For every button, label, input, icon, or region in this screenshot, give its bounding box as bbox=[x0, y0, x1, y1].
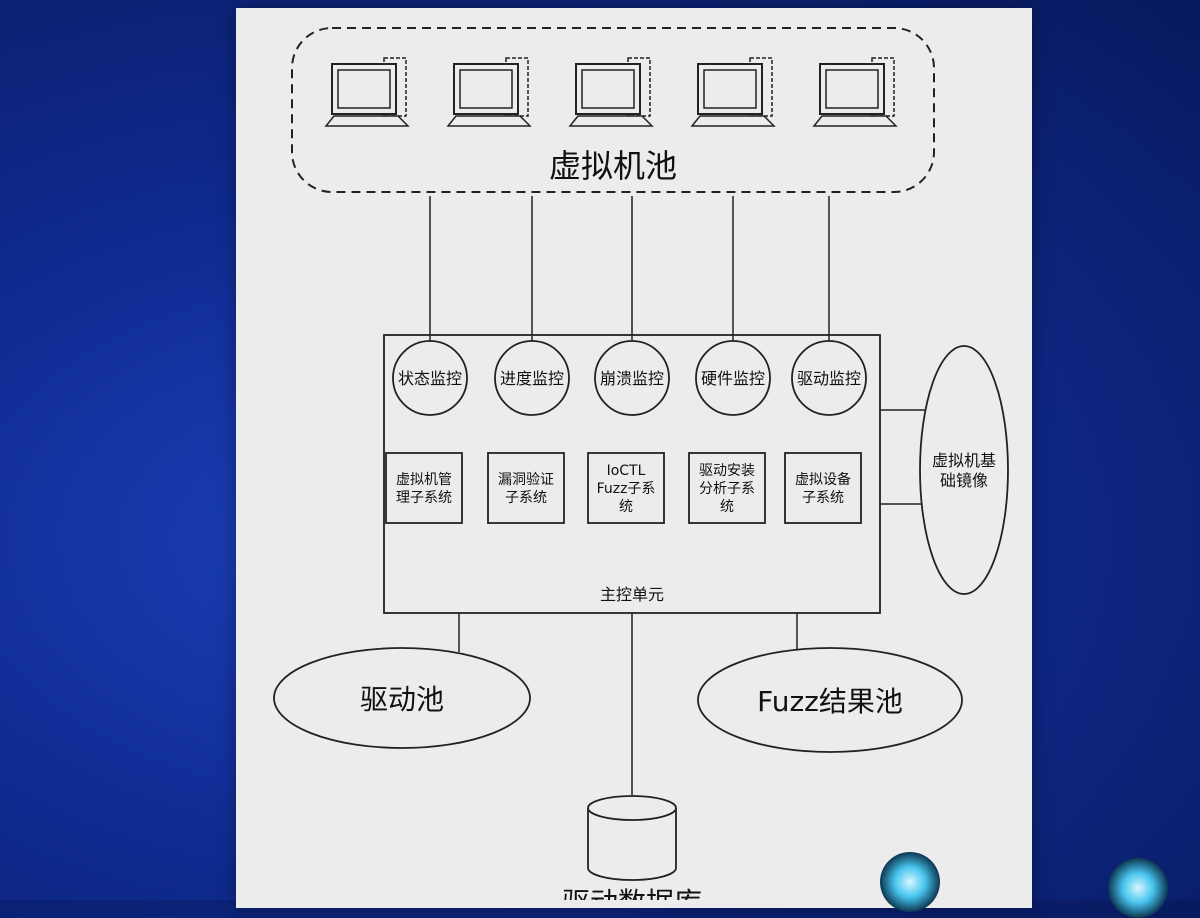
subsystem-label: 理子系统 bbox=[396, 490, 452, 506]
monitor-circle bbox=[695, 340, 771, 416]
monitor-circle bbox=[392, 340, 468, 416]
subsystem-label: 漏洞验证 bbox=[498, 472, 554, 488]
monitor-circle bbox=[594, 340, 670, 416]
subsystem-box bbox=[587, 452, 665, 524]
monitor-label: 状态监控 bbox=[398, 369, 462, 388]
base-image-line-2: 础镜像 bbox=[940, 471, 988, 490]
subsystem-box bbox=[784, 452, 862, 524]
subsystem-label: 虚拟机管 bbox=[396, 472, 452, 488]
main-control-unit-label: 主控单元 bbox=[600, 585, 664, 604]
vm-pool-label: 虚拟机池 bbox=[549, 147, 677, 185]
computer-icon bbox=[446, 57, 532, 127]
stage-light-left-icon bbox=[880, 852, 940, 912]
base-image-ellipse bbox=[919, 345, 1009, 595]
database-cylinder bbox=[587, 795, 677, 881]
monitor-label: 硬件监控 bbox=[701, 369, 765, 388]
monitor-label: 进度监控 bbox=[500, 369, 564, 388]
vm-computers bbox=[324, 57, 898, 127]
computer-icon bbox=[568, 57, 654, 127]
subsystem-label: 虚拟设备 bbox=[795, 471, 851, 488]
subsystem-label: 统 bbox=[720, 499, 734, 515]
monitor-circle bbox=[791, 340, 867, 416]
subsystem-label: Fuzz子系 bbox=[597, 481, 656, 497]
fuzz-result-pool-ellipse bbox=[697, 647, 963, 753]
pool-connectors bbox=[429, 196, 830, 342]
subsystem-box bbox=[385, 452, 463, 524]
subsystem-label: 统 bbox=[619, 499, 633, 515]
computer-icon bbox=[324, 57, 410, 127]
subsystem-label: 子系统 bbox=[505, 490, 547, 506]
monitor-label: 崩溃监控 bbox=[600, 369, 664, 388]
driver-pool-ellipse bbox=[273, 647, 531, 749]
database-label: 驱动数据库 bbox=[562, 886, 702, 900]
computer-icon bbox=[690, 57, 776, 127]
fuzz-result-pool-label: Fuzz结果池 bbox=[757, 685, 903, 718]
subsystem-label: IoCTL bbox=[607, 463, 646, 479]
vm-pool-boundary bbox=[291, 27, 935, 193]
monitor-label: 驱动监控 bbox=[797, 369, 861, 388]
monitor-circles: 状态监控 进度监控 崩溃监控 硬件监控 驱动监控 bbox=[392, 340, 867, 416]
driver-pool-label: 驱动池 bbox=[360, 683, 444, 716]
subsystem-box bbox=[688, 452, 766, 524]
subsystem-label: 分析子系 bbox=[699, 481, 755, 497]
monitor-circle bbox=[494, 340, 570, 416]
subsystem-label: 子系统 bbox=[802, 490, 844, 506]
subsystem-box bbox=[487, 452, 565, 524]
subsystem-label: 驱动安装 bbox=[699, 463, 755, 479]
base-image-line-1: 虚拟机基 bbox=[932, 451, 996, 470]
computer-icon bbox=[812, 57, 898, 127]
subsystem-boxes: 虚拟机管理子系统漏洞验证子系统IoCTLFuzz子系统驱动安装分析子系统虚拟设备… bbox=[385, 452, 862, 524]
stage-light-right-icon bbox=[1108, 858, 1168, 918]
